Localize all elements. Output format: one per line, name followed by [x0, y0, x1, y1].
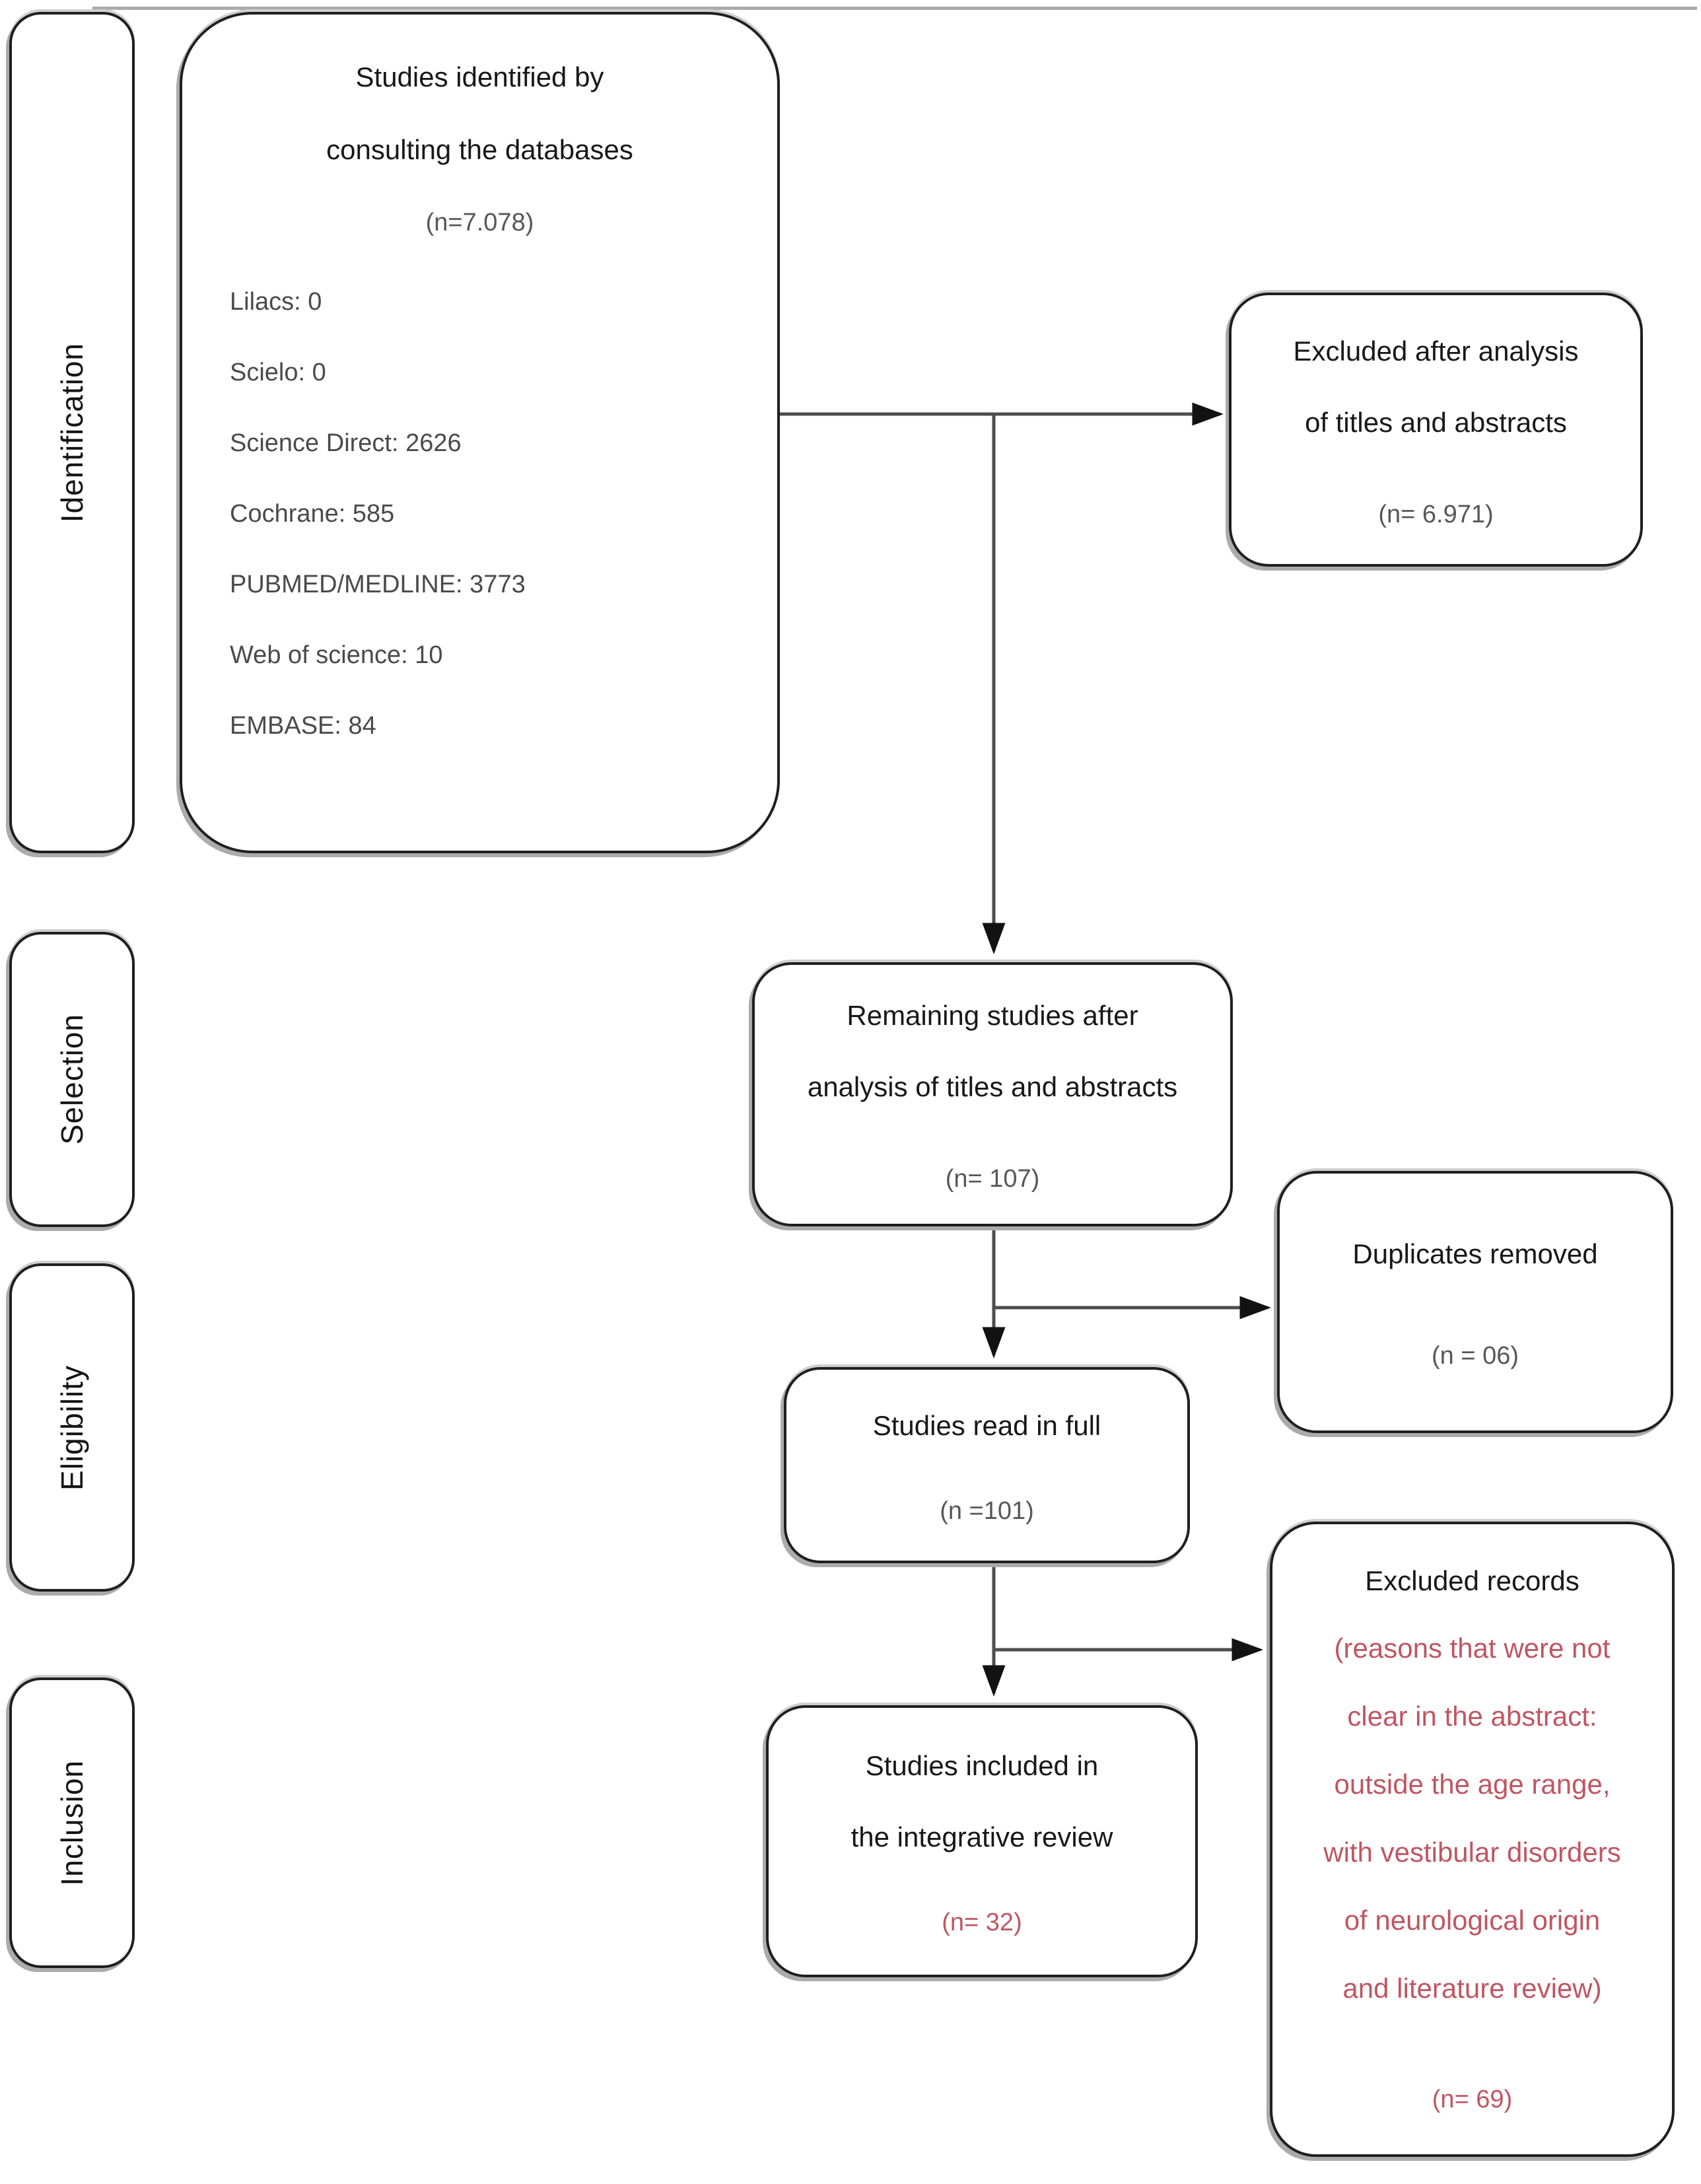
read-full-count: (n =101) — [940, 1497, 1034, 1525]
stage-label-selection: Selection — [55, 1014, 89, 1145]
database-item-web-of-science: Web of science: 10 — [230, 641, 443, 669]
identified-title-line1: Studies identified by — [355, 61, 604, 92]
excluded-titles-line2: of titles and abstracts — [1305, 406, 1567, 438]
database-item-lilacs: Lilacs: 0 — [230, 288, 322, 316]
stage-box-eligibility: Eligibility — [9, 1263, 135, 1592]
database-item-scielo: Scielo: 0 — [230, 359, 326, 386]
included-count: (n= 32) — [942, 1909, 1022, 1936]
remaining-line1: Remaining studies after — [847, 1000, 1138, 1031]
excluded-titles-count: (n= 6.971) — [1378, 500, 1494, 528]
excluded-records-count: (n= 69) — [1432, 2086, 1513, 2113]
stage-label-identification: Identification — [55, 342, 89, 523]
excluded-titles-line1: Excluded after analysis — [1293, 335, 1579, 367]
excluded-records-title: Excluded records — [1365, 1565, 1580, 1596]
remaining-count: (n= 107) — [945, 1165, 1040, 1193]
database-item-embase: EMBASE: 84 — [230, 712, 376, 740]
stage-box-inclusion: Inclusion — [9, 1677, 135, 1968]
box-excluded-records: Excluded records (reasons that were not … — [1270, 1522, 1675, 2157]
database-item-science-direct: Science Direct: 2626 — [230, 429, 462, 457]
box-studies-included: Studies included in the integrative revi… — [766, 1705, 1198, 1977]
scan-artifact-line — [92, 7, 1697, 10]
stage-box-identification: Identification — [9, 12, 135, 853]
stage-box-selection: Selection — [9, 932, 135, 1227]
box-studies-identified: Studies identified by consulting the dat… — [180, 12, 780, 853]
box-duplicates-removed: Duplicates removed (n = 06) — [1277, 1171, 1673, 1433]
database-item-pubmed-medline: PUBMED/MEDLINE: 3773 — [230, 571, 526, 598]
identified-title-line2: consulting the databases — [326, 134, 633, 165]
box-studies-read-in-full: Studies read in full (n =101) — [784, 1367, 1190, 1563]
read-full-line1: Studies read in full — [872, 1409, 1101, 1441]
remaining-line2: analysis of titles and abstracts — [807, 1071, 1178, 1102]
excluded-records-reason-line6: and literature review) — [1342, 1973, 1602, 2004]
duplicates-line1: Duplicates removed — [1352, 1238, 1598, 1269]
box-remaining-studies: Remaining studies after analysis of titl… — [752, 962, 1233, 1226]
stage-label-eligibility: Eligibility — [55, 1364, 89, 1491]
box-excluded-after-analysis: Excluded after analysis of titles and ab… — [1229, 293, 1643, 567]
excluded-records-reason-line3: outside the age range, — [1334, 1769, 1611, 1800]
identified-count: (n=7.078) — [425, 209, 534, 236]
database-item-cochrane: Cochrane: 585 — [230, 500, 395, 528]
included-line1: Studies included in — [865, 1750, 1099, 1781]
included-line2: the integrative review — [850, 1821, 1113, 1852]
database-list: Lilacs: 0 Scielo: 0 Science Direct: 2626… — [230, 267, 526, 761]
stage-label-inclusion: Inclusion — [55, 1759, 89, 1886]
duplicates-count: (n = 06) — [1431, 1342, 1519, 1370]
excluded-records-reason-line1: (reasons that were not — [1334, 1633, 1611, 1664]
excluded-records-reason-line4: with vestibular disorders — [1323, 1837, 1621, 1868]
excluded-records-reason-line2: clear in the abstract: — [1347, 1701, 1597, 1732]
excluded-records-reason-line5: of neurological origin — [1344, 1905, 1601, 1936]
